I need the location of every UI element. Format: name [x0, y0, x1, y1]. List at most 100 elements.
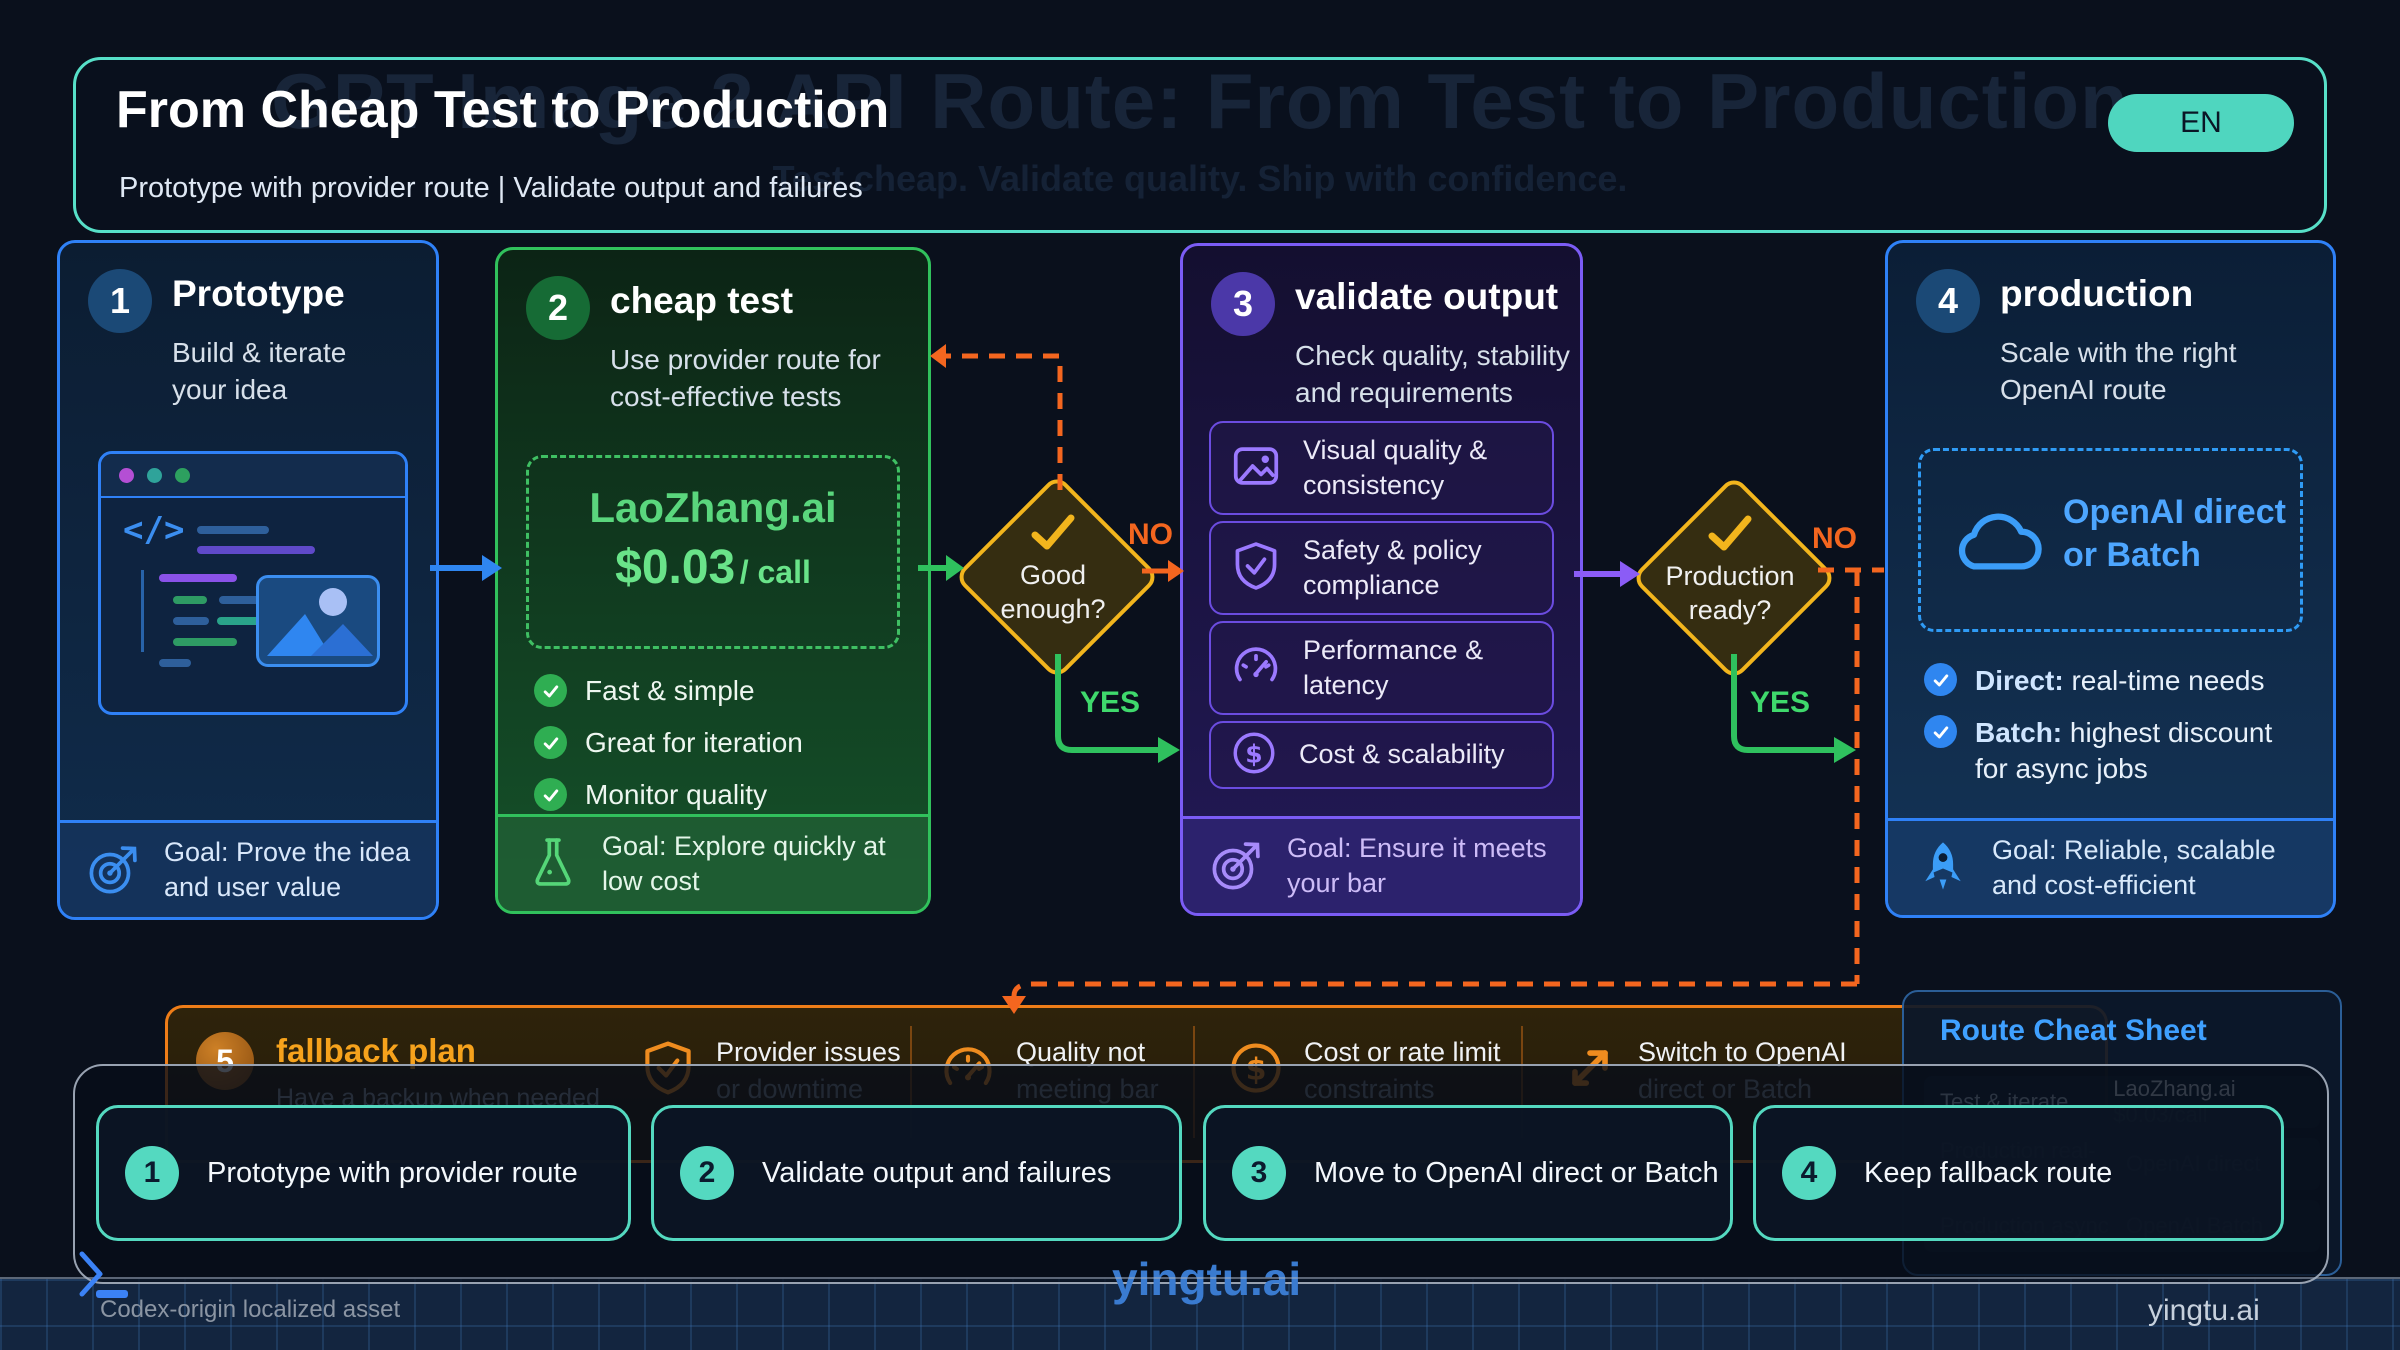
page-subtitle: Prototype with provider route | Validate… [119, 172, 863, 204]
summary-step-card: 2 Validate output and failures [651, 1105, 1182, 1241]
step-card-prototype: 1 Prototype Build & iterate your idea </… [57, 240, 439, 920]
route-option-desc: real-time needs [2063, 665, 2265, 696]
mountain-sun-icon [267, 588, 373, 656]
cloud-icon [1941, 497, 2051, 584]
target-icon [88, 841, 142, 900]
code-line [173, 638, 237, 646]
yes-arrow-to-validate [1055, 654, 1180, 763]
step-subtitle: Scale with the right OpenAI route [2000, 337, 2237, 405]
step-number-badge: 4 [1916, 269, 1980, 333]
fallback-line1: Quality not [1016, 1037, 1146, 1067]
goal-bar: Goal: Ensure it meets your bar [1183, 816, 1580, 913]
header-panel: From Cheap Test to Production Prototype … [73, 57, 2327, 233]
summary-step-label: Keep fallback route [1864, 1156, 2113, 1189]
code-line [173, 596, 207, 604]
dashed-retry-loop [930, 344, 1063, 490]
summary-step-card: 4 Keep fallback route [1753, 1105, 2284, 1241]
validation-item: Safety & policy compliance [1209, 521, 1554, 615]
route-label: OpenAI direct or Batch [2063, 493, 2286, 574]
step-title: cheap test [610, 280, 794, 321]
step-number-badge: 3 [1211, 272, 1275, 336]
step-number-badge: 1 [88, 269, 152, 333]
price-unit: / call [739, 554, 811, 590]
check-icon [1029, 513, 1077, 556]
target-icon [1211, 837, 1265, 896]
code-line [197, 546, 315, 554]
goal-bar: Goal: Explore quickly at low cost [498, 814, 928, 911]
summary-step-number: 3 [1232, 1146, 1286, 1200]
step-card-cheap-test: 2 cheap test Use provider route for cost… [495, 247, 931, 914]
code-indent-guide [141, 570, 144, 652]
window-dot-green [175, 468, 190, 483]
validation-label: Cost & scalability [1299, 739, 1505, 770]
route-option-item: Batch: highest discount for async jobs [1924, 715, 2305, 788]
no-arrow-to-validate [1142, 560, 1184, 582]
language-toggle-button[interactable]: EN [2108, 94, 2294, 152]
summary-step-label: Prototype with provider route [207, 1156, 578, 1189]
code-line [217, 617, 267, 625]
route-option-text: Batch: highest discount for async jobs [1975, 715, 2305, 788]
summary-step-number: 4 [1782, 1146, 1836, 1200]
price-row: $0.03 / call [529, 540, 897, 595]
benefit-item: Great for iteration [534, 726, 803, 759]
watermark-right: yingtu.ai [2148, 1294, 2260, 1327]
check-circle-icon [534, 778, 567, 811]
step-number-badge: 2 [526, 276, 590, 340]
blueprint-grid-band [0, 1279, 2400, 1350]
check-circle-icon [1924, 715, 1957, 748]
step-card-production: 4 production Scale with the right OpenAI… [1885, 240, 2336, 918]
code-line [159, 574, 237, 582]
openai-route-panel: OpenAI direct or Batch [1918, 448, 2303, 632]
benefit-item: Monitor quality [534, 778, 767, 811]
route-option-desc: highest discount for async jobs [1975, 717, 2273, 785]
yes-arrow-to-production [1731, 654, 1856, 763]
step-card-validate-output: 3 validate output Check quality, stabili… [1180, 243, 1583, 916]
summary-step-card: 1 Prototype with provider route [96, 1105, 631, 1241]
no-branch-label: NO [1812, 522, 1857, 555]
footer-dash-mark [96, 1290, 128, 1298]
chevron-right-icon [78, 1250, 104, 1303]
decision-question: Good enough? [1000, 560, 1106, 624]
goal-text: Goal: Reliable, scalable and cost-effici… [1992, 834, 2276, 900]
fallback-line1: Cost or rate limit [1304, 1037, 1501, 1067]
arrow-prototype-to-cheaptest [430, 555, 502, 581]
provider-price-panel: LaoZhang.ai $0.03 / call [526, 455, 900, 649]
fallback-line1: Provider issues [716, 1037, 901, 1067]
check-circle-icon [534, 726, 567, 759]
summary-step-label: Validate output and failures [762, 1156, 1112, 1189]
check-circle-icon [1924, 663, 1957, 696]
window-dot-purple [119, 468, 134, 483]
route-option-label: Batch: [1975, 717, 2063, 748]
code-line [159, 659, 191, 667]
yes-branch-label: YES [1750, 686, 1811, 719]
dashed-no-path-to-fallback [1002, 567, 1884, 1014]
step-title: Prototype [172, 273, 345, 314]
rocket-icon [1916, 839, 1970, 898]
check-icon [1706, 514, 1754, 557]
route-option-item: Direct: real-time needs [1924, 663, 2305, 699]
decision-good-enough: Good enough? [953, 473, 1161, 681]
goal-text: Goal: Explore quickly at low cost [602, 830, 886, 896]
fallback-title: fallback plan [276, 1032, 476, 1069]
route-option-text: Direct: real-time needs [1975, 663, 2305, 699]
summary-step-label: Move to OpenAI direct or Batch [1314, 1156, 1719, 1189]
validation-item: Visual quality & consistency [1209, 421, 1554, 515]
shield-check-icon [1229, 539, 1283, 598]
window-dot-teal [147, 468, 162, 483]
validation-label: Safety & policy compliance [1303, 534, 1482, 600]
no-branch-label: NO [1128, 518, 1173, 551]
gauge-icon [1229, 639, 1283, 698]
footer-note: Codex-origin localized asset [100, 1296, 401, 1323]
band-divider-line [0, 1277, 2400, 1279]
watermark-center: yingtu.ai [1112, 1253, 1302, 1305]
validation-item: Performance & latency [1209, 621, 1554, 715]
image-thumbnail-illustration [256, 575, 380, 667]
summary-step-number: 1 [125, 1146, 179, 1200]
validation-label: Visual quality & consistency [1303, 434, 1488, 500]
route-option-label: Direct: [1975, 665, 2064, 696]
svg-text:$: $ [1245, 739, 1262, 768]
step-subtitle: Use provider route for cost-effective te… [610, 344, 881, 412]
arrow-validate-to-decision [1574, 561, 1640, 587]
code-line [197, 526, 269, 534]
benefit-item: Fast & simple [534, 674, 755, 707]
